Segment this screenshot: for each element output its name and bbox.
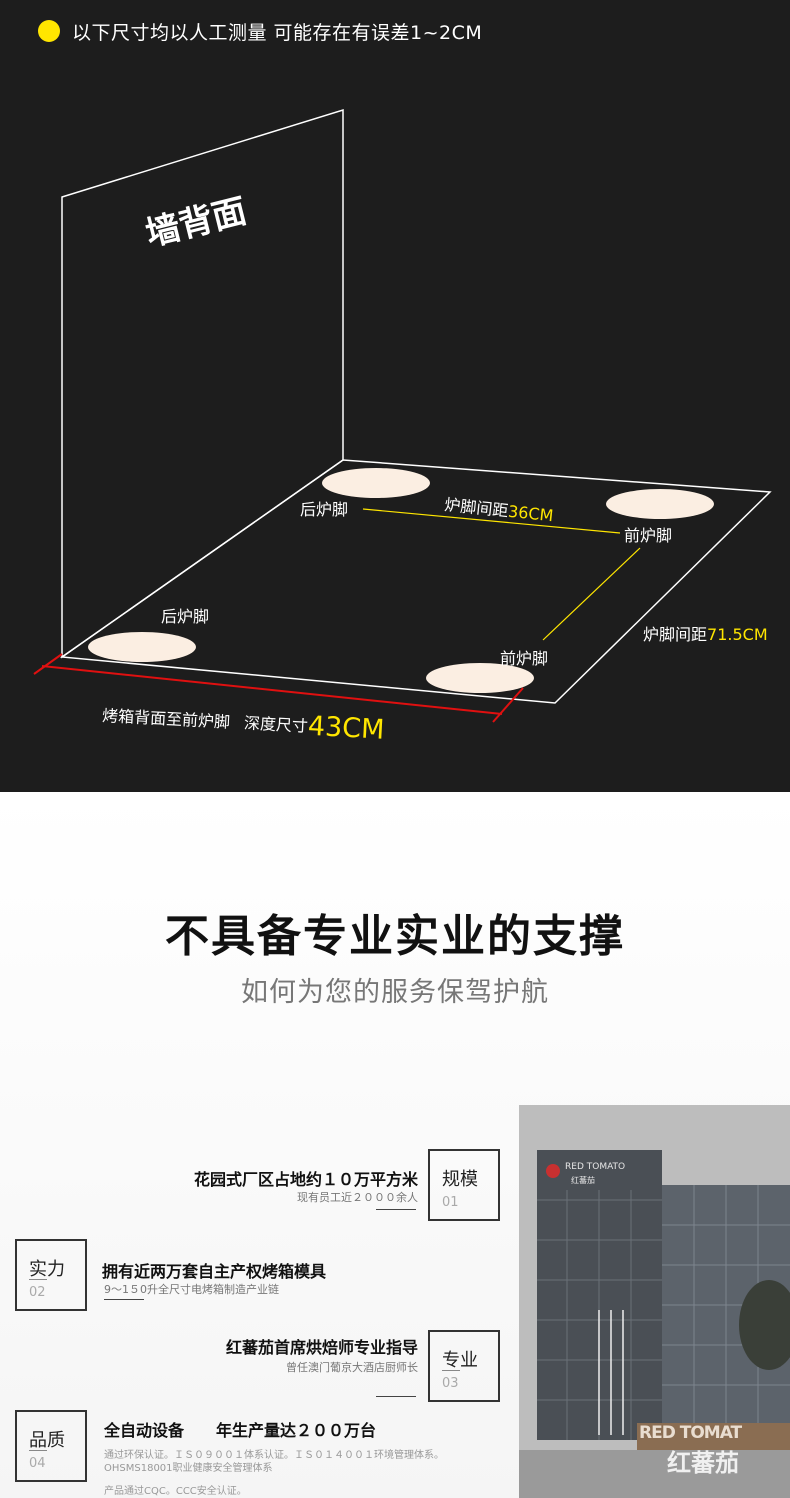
- rear-foot-top: [322, 468, 430, 498]
- factory-photo: RED TOMATO 红蕃茄 RED TOMAT 红蕃茄: [519, 1105, 790, 1498]
- feature-box-title: 专业: [442, 1350, 478, 1371]
- diagram-lines: [33, 108, 772, 723]
- side-distance-value: 71.5CM: [707, 625, 768, 644]
- floor-outline: [59, 459, 772, 704]
- side-distance-prefix: 炉脚间距: [643, 625, 708, 644]
- rear-foot-bottom: [88, 632, 196, 662]
- front-foot-bottom: [426, 663, 534, 693]
- tower-sign-text: RED TOMATO: [565, 1162, 626, 1172]
- feature-detail: 通过环保认证。ＩＳ０９００１体系认证。ＩＳ０１４００１环境管理体系。: [104, 1450, 444, 1461]
- front-distance-line: [362, 508, 621, 534]
- feature-box-title: 实力: [29, 1259, 65, 1280]
- front-distance-value: 36CM: [507, 501, 555, 526]
- feature-box-quality: 品质 04: [15, 1410, 87, 1482]
- feature-box-title: 品质: [29, 1430, 65, 1451]
- feature-box-professional: 专业 03: [428, 1330, 500, 1402]
- feature-detail: 产品通过CQC。CCC安全认证。: [104, 1486, 247, 1497]
- feature-box-number: 02: [29, 1285, 46, 1300]
- side-distance-label: 炉脚间距71.5CM: [643, 621, 768, 645]
- feature-detail: 曾任澳门葡京大酒店厨师长: [286, 1361, 418, 1374]
- feature-divider: [376, 1396, 416, 1397]
- section-title: 不具备专业实业的支撑: [165, 911, 625, 962]
- feature-divider: [376, 1209, 416, 1210]
- feature-divider: [104, 1299, 144, 1300]
- feature-detail: 现有员工近２０００余人: [297, 1191, 418, 1204]
- feature-detail: OHSMS18001职业健康安全管理体系: [104, 1463, 273, 1474]
- feature-detail: 9～1５0升全尺寸电烤箱制造产业链: [104, 1283, 279, 1296]
- front-foot-top: [606, 489, 714, 519]
- feature-headline: 花园式厂区占地约１０万平方米: [193, 1170, 418, 1189]
- yellow-dot-icon: [38, 20, 60, 42]
- rear-foot-label: 后炉脚: [161, 607, 210, 626]
- feature-box-strength: 实力 02: [15, 1239, 87, 1311]
- rear-foot-label: 后炉脚: [300, 500, 349, 519]
- feature-box-number: 01: [442, 1195, 459, 1210]
- depth-measure-tick-left: [33, 653, 63, 675]
- feature-headline: 拥有近两万套自主产权烤箱模具: [102, 1262, 327, 1281]
- feature-box-divider: [29, 1450, 47, 1451]
- feature-box-title: 规模: [442, 1169, 478, 1190]
- depth-prefix: 烤箱背面至前炉脚: [101, 705, 231, 732]
- depth-measure-line: [41, 665, 503, 715]
- feature-headline: 全自动设备 年生产量达２００万台: [104, 1421, 377, 1440]
- depth-mid: 深度尺寸: [243, 713, 309, 736]
- placement-diagram: 以下尺寸均以人工测量 可能存在有误差1~2CM 墙背面 后炉脚 前炉脚 后炉脚 …: [0, 0, 790, 792]
- depth-measure-tick-right: [492, 687, 524, 723]
- factory-building-illustration: [519, 1105, 790, 1498]
- company-support-section: 不具备专业实业的支撑 如何为您的服务保驾护航: [0, 792, 790, 1498]
- note-text: 以下尺寸均以人工测量 可能存在有误差1~2CM: [72, 21, 483, 44]
- side-distance-line: [542, 547, 641, 641]
- front-foot-label: 前炉脚: [500, 649, 549, 668]
- section-subtitle: 如何为您的服务保驾护航: [241, 977, 549, 1008]
- front-foot-label: 前炉脚: [624, 526, 673, 545]
- feature-box-number: 04: [29, 1456, 46, 1471]
- feature-box-number: 03: [442, 1376, 459, 1391]
- gate-sign-chinese: 红蕃茄: [667, 1449, 739, 1477]
- tower-sign-subtext: 红蕃茄: [571, 1176, 595, 1185]
- feature-box-scale: 规模 01: [428, 1149, 500, 1221]
- feature-box-divider: [29, 1279, 47, 1280]
- depth-value: 43CM: [307, 710, 386, 746]
- measurement-note: 以下尺寸均以人工测量 可能存在有误差1~2CM: [38, 18, 482, 44]
- feature-headline: 红蕃茄首席烘焙师专业指导: [225, 1338, 418, 1357]
- feature-box-divider: [442, 1370, 460, 1371]
- gate-sign-text: RED TOMAT: [639, 1423, 742, 1443]
